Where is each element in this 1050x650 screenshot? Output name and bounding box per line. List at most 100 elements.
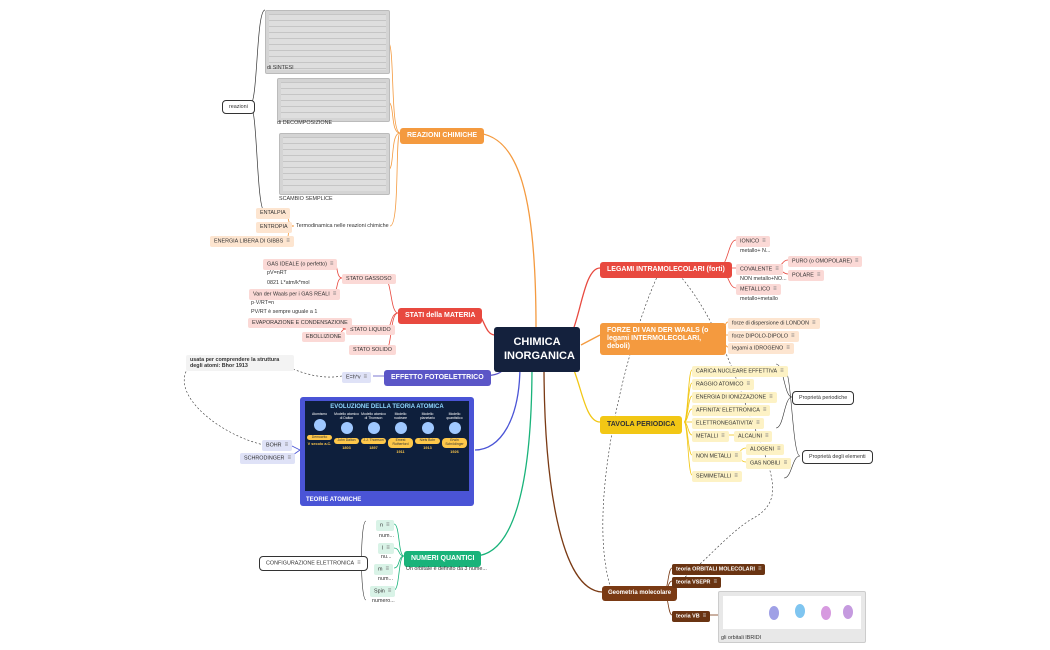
- stato-gassoso-node[interactable]: STATO GASSOSO: [342, 274, 396, 285]
- note-icon[interactable]: ≡: [721, 433, 725, 439]
- note-icon[interactable]: ≡: [363, 374, 368, 380]
- ionico-sub[interactable]: metallo+ N...: [740, 248, 771, 254]
- note-icon[interactable]: ≡: [357, 560, 361, 566]
- note-icon[interactable]: ≡: [776, 446, 781, 452]
- reazioni-summary-label[interactable]: reazioni: [222, 100, 255, 115]
- pvrt-note[interactable]: PV/RT è sempre uguale a 1: [251, 309, 318, 315]
- proprieta-periodiche-node[interactable]: Proprietà periodiche: [792, 391, 855, 406]
- covalente-sub[interactable]: NON metallo+NO...: [740, 276, 787, 282]
- vdw-node[interactable]: Van der Waals per i GAS REALI≡: [249, 289, 341, 301]
- alogeni-node[interactable]: ALOGENI≡: [746, 444, 785, 456]
- central-topic[interactable]: CHIMICA INORGANICA: [494, 327, 580, 372]
- stato-liquido-node[interactable]: STATO LIQUIDO: [346, 325, 395, 336]
- stati-materia-node[interactable]: STATI della MATERIA: [398, 308, 483, 325]
- note-icon[interactable]: ≡: [329, 261, 334, 267]
- entropia-node[interactable]: ENTROPIA: [256, 222, 292, 233]
- note-icon[interactable]: ≡: [757, 566, 762, 572]
- orbitali-molecolari-node[interactable]: teoria ORBITALI MOLECOLARI≡: [672, 564, 766, 576]
- note-icon[interactable]: ≡: [756, 420, 760, 426]
- metallico-node[interactable]: METALLICO≡: [736, 284, 781, 296]
- alcalini-node[interactable]: ALCALINI≡: [734, 431, 773, 443]
- forze-van-der-waals-node[interactable]: FORZE DI VAN DER WAALS (o legami INTERMO…: [600, 323, 726, 356]
- gas-ideale-node[interactable]: GAS IDEALE (o perfetto)≡: [263, 259, 338, 271]
- decomposizione-label[interactable]: di DECOMPOSIZIONE: [277, 120, 333, 126]
- stato-solido-node[interactable]: STATO SOLIDO: [349, 345, 396, 356]
- note-icon[interactable]: ≡: [780, 368, 784, 374]
- semimetalli-node[interactable]: SEMIMETALLI≡: [692, 471, 742, 483]
- note-icon[interactable]: ≡: [746, 381, 750, 387]
- orbitali-ibridi-card[interactable]: gli orbitali IBRIDI: [718, 591, 866, 643]
- spin-node[interactable]: Spin≡: [370, 586, 396, 598]
- vb-node[interactable]: teoria VB≡: [672, 611, 711, 623]
- pvrt-formula[interactable]: p·V/RT=n: [251, 300, 275, 306]
- note-icon[interactable]: ≡: [385, 566, 390, 572]
- note-icon[interactable]: ≡: [791, 333, 795, 339]
- note-icon[interactable]: ≡: [762, 238, 766, 244]
- evaporazione-node[interactable]: EVAPORAZIONE E CONDENSAZIONE: [248, 318, 352, 329]
- l-node[interactable]: l≡: [378, 543, 394, 555]
- schrodinger-node[interactable]: SCHRODINGER≡: [240, 453, 295, 465]
- configurazione-node[interactable]: CONFIGURAZIONE ELETTRONICA≡: [259, 556, 368, 572]
- tavola-item-3[interactable]: AFFINITA' ELETTRONICA≡: [692, 405, 771, 417]
- covalente-node[interactable]: COVALENTE≡: [736, 264, 783, 276]
- dipolo-node[interactable]: forze DIPOLO-DIPOLO≡: [728, 331, 799, 343]
- scambio-label[interactable]: SCAMBIO SEMPLICE: [279, 196, 333, 202]
- gasnobili-node[interactable]: GAS NOBILI≡: [746, 458, 792, 470]
- tavola-item-0[interactable]: CARICA NUCLEARE EFFETTIVA≡: [692, 366, 788, 378]
- note-icon[interactable]: ≡: [773, 286, 777, 292]
- teorie-atomiche-card[interactable]: EVOLUZIONE DELLA TEORIA ATOMICA Atomismo…: [300, 397, 474, 506]
- sintesi-label[interactable]: di SINTESI: [267, 65, 294, 71]
- gibbs-node[interactable]: ENERGIA LIBERA DI GIBBS≡: [210, 236, 294, 248]
- note-icon[interactable]: ≡: [713, 579, 717, 585]
- l-sub[interactable]: nu...: [381, 554, 392, 560]
- idrogeno-node[interactable]: legami a IDROGENO≡: [728, 343, 794, 355]
- note-icon[interactable]: ≡: [287, 455, 291, 461]
- note-icon[interactable]: ≡: [769, 394, 773, 400]
- ionico-node[interactable]: IONICO≡: [736, 236, 770, 248]
- m-node[interactable]: m≡: [374, 564, 394, 576]
- tavola-item-4[interactable]: ELETTRONEGATIVITA'≡: [692, 418, 764, 430]
- note-icon[interactable]: ≡: [783, 460, 788, 466]
- note-icon[interactable]: ≡: [764, 433, 769, 439]
- legami-intramolecolari-node[interactable]: LEGAMI INTRAMOLECOLARI (forti): [600, 262, 732, 279]
- bohr-node[interactable]: BOHR≡: [262, 440, 293, 452]
- termodinamica-node[interactable]: Termodinamica nelle reazioni chimiche: [296, 223, 389, 229]
- formula-node[interactable]: E=h*v≡: [342, 372, 372, 384]
- note-icon[interactable]: ≡: [854, 258, 859, 264]
- note-icon[interactable]: ≡: [386, 545, 390, 551]
- ebollizione-node[interactable]: EBOLLIZIONE: [302, 332, 346, 343]
- note-icon[interactable]: ≡: [386, 522, 390, 528]
- numeri-note[interactable]: Un orbitale è definito da 3 nume...: [406, 566, 487, 572]
- bohr-note[interactable]: usata per comprendere la struttura degli…: [186, 355, 294, 372]
- note-icon[interactable]: ≡: [786, 345, 790, 351]
- note-icon[interactable]: ≡: [734, 473, 738, 479]
- note-icon[interactable]: ≡: [387, 588, 392, 594]
- spin-sub[interactable]: numero...: [372, 598, 395, 604]
- r-constant[interactable]: 0821 L*atm/k*mol: [267, 280, 310, 286]
- note-icon[interactable]: ≡: [734, 453, 739, 459]
- metallico-sub[interactable]: metallo+metallo: [740, 296, 778, 302]
- metalli-node[interactable]: METALLI≡: [692, 431, 729, 443]
- effetto-fotoelettrico-node[interactable]: EFFETTO FOTOELETTRICO: [384, 370, 491, 387]
- note-icon[interactable]: ≡: [332, 291, 337, 297]
- polare-node[interactable]: POLARE≡: [788, 270, 825, 282]
- note-icon[interactable]: ≡: [812, 320, 816, 326]
- note-icon[interactable]: ≡: [702, 613, 707, 619]
- note-icon[interactable]: ≡: [286, 238, 290, 244]
- tavola-item-2[interactable]: ENERGIA DI IONIZZAZIONE≡: [692, 392, 777, 404]
- puro-node[interactable]: PURO (o OMOPOLARE)≡: [788, 256, 863, 268]
- note-icon[interactable]: ≡: [762, 407, 767, 413]
- geometria-molecolare-node[interactable]: Geometria molecolare: [602, 586, 678, 601]
- london-node[interactable]: forze di dispersione di LONDON≡: [728, 318, 820, 330]
- vsepr-node[interactable]: teoria VSEPR≡: [672, 577, 721, 589]
- m-sub[interactable]: num...: [378, 576, 393, 582]
- numeri-quantici-node[interactable]: NUMERI QUANTICI: [404, 551, 482, 568]
- n-sub[interactable]: num...: [379, 533, 394, 539]
- tavola-item-1[interactable]: RAGGIO ATOMICO≡: [692, 379, 754, 391]
- note-icon[interactable]: ≡: [816, 272, 821, 278]
- note-icon[interactable]: ≡: [284, 442, 289, 448]
- reazioni-chimiche-node[interactable]: REAZIONI CHIMICHE: [400, 128, 484, 145]
- note-icon[interactable]: ≡: [775, 266, 779, 272]
- nonmetalli-node[interactable]: NON METALLI≡: [692, 451, 743, 463]
- pvnrt-formula[interactable]: pV=nRT: [267, 270, 287, 276]
